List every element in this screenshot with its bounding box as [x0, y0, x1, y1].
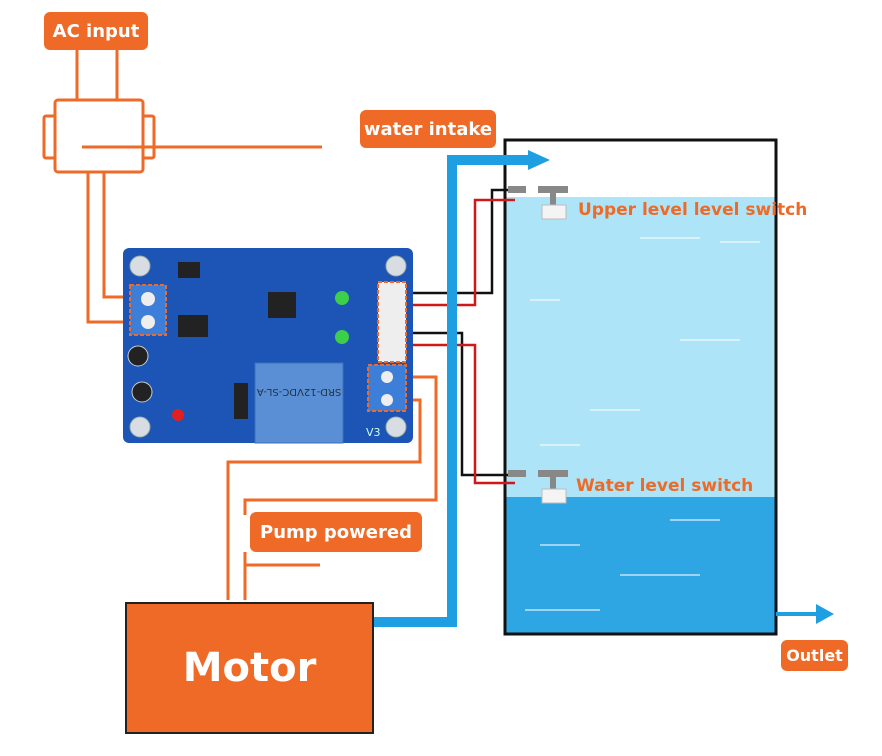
- pump-powered-label: Pump powered: [250, 512, 422, 552]
- board-mark: V3: [366, 426, 381, 439]
- water-tank: [503, 138, 778, 636]
- controller-pcb: SRD-12VDC-SL-A V3: [123, 248, 413, 444]
- upper-switch-label: Upper level level switch: [578, 200, 808, 220]
- relay-text: SRD-12VDC-SL-A: [257, 386, 342, 397]
- upper-level-switch-icon: [508, 186, 568, 220]
- water-intake-label: water intake: [360, 110, 496, 148]
- outlet-label: Outlet: [781, 640, 848, 671]
- water-ripples: [525, 237, 760, 611]
- intake-arrow-icon: [528, 150, 550, 170]
- upper-water-zone: [505, 197, 776, 497]
- outlet-arrow-icon: [816, 604, 834, 624]
- lower-water-zone: [505, 497, 776, 634]
- ac-input-label: AC input: [44, 12, 148, 50]
- lower-switch-label: Water level switch: [576, 476, 754, 496]
- ac-wiring: [42, 50, 438, 600]
- lower-level-switch-icon: [508, 470, 568, 504]
- motor-box: Motor: [125, 602, 374, 734]
- water-pipe: [374, 155, 530, 627]
